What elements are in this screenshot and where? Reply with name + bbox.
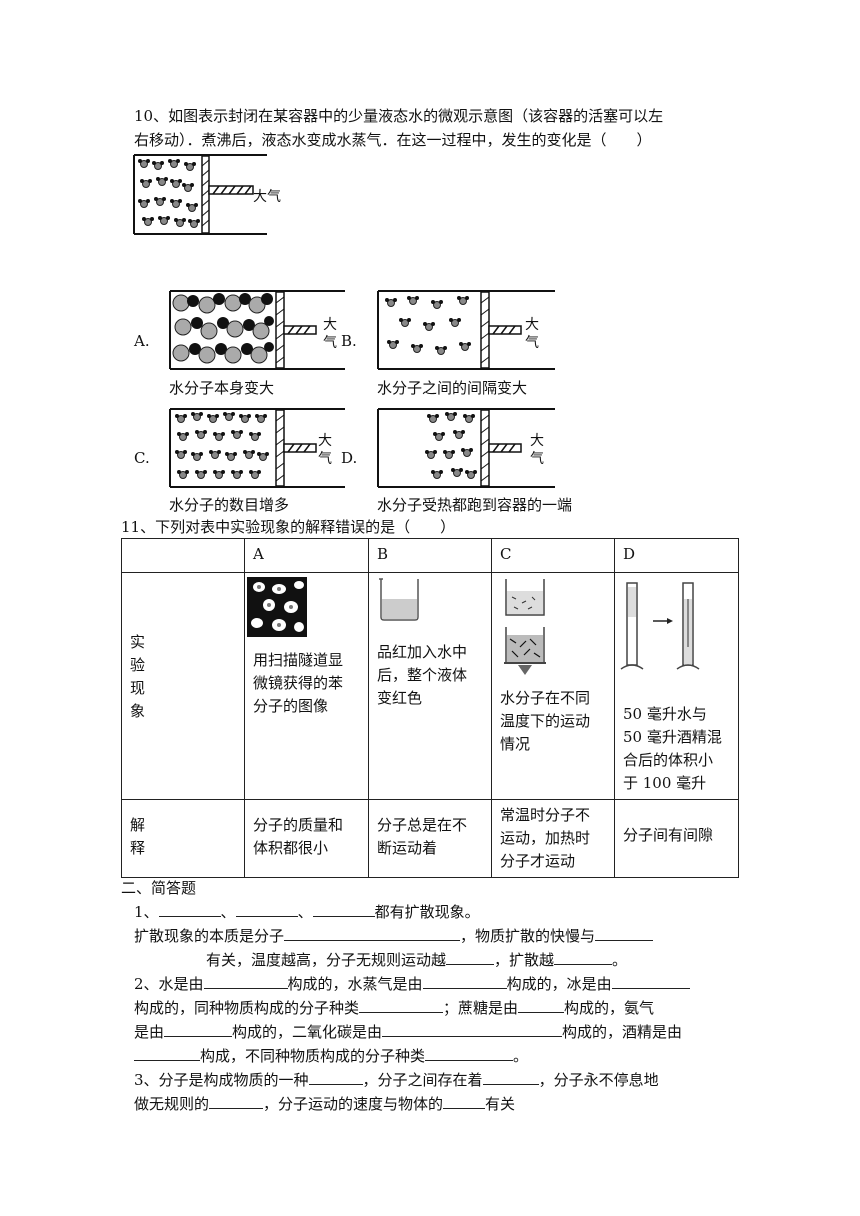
beakers-temperature-icon xyxy=(504,579,546,675)
section2-title: 二、简答题 xyxy=(121,879,197,897)
option-c-caption: 水分子的数目增多 xyxy=(169,496,290,514)
answer-blank[interactable] xyxy=(482,1070,539,1085)
answer-blank[interactable] xyxy=(235,902,298,917)
option-d-letter: D. xyxy=(341,449,358,467)
q10-text-line1: 10、如图表示封闭在某容器中的少量液态水的微观示意图（该容器的活塞可以左 xyxy=(134,107,664,125)
cell-phenomenon-b: 品红加入水中 后，整个液体 变红色 xyxy=(368,572,492,800)
answer-blank[interactable] xyxy=(425,1046,514,1061)
answer-blank[interactable] xyxy=(382,1022,563,1037)
option-c-letter: C. xyxy=(134,449,150,467)
header-cell-c: C xyxy=(491,538,615,573)
row-label-explanation: 解 释 xyxy=(121,799,245,878)
option-b-atm-bottom: 气 xyxy=(525,335,539,351)
option-a-figure xyxy=(169,290,345,370)
q3-line2: 做无规则的，分子运动的速度与物体的有关 xyxy=(134,1094,516,1113)
piston-icon xyxy=(275,291,317,369)
q2-line1: 2、水是由构成的，水蒸气是由构成的，冰是由 xyxy=(134,974,690,994)
option-c-figure xyxy=(169,408,345,488)
answer-blank[interactable] xyxy=(446,950,495,965)
option-a-atm-top: 大 xyxy=(323,317,337,333)
option-d-atm-top: 大 xyxy=(530,433,544,449)
option-a-caption: 水分子本身变大 xyxy=(169,379,275,397)
beaker-icon xyxy=(379,578,419,621)
cell-explanation-c: 常温时分子不 运动，加热时 分子才运动 xyxy=(491,799,615,878)
clustered-molecules-icon xyxy=(425,412,477,479)
many-molecules-icon xyxy=(175,412,269,479)
answer-blank[interactable] xyxy=(134,1046,200,1061)
option-b-atm-top: 大 xyxy=(525,317,539,333)
benzene-stm-image xyxy=(247,577,307,637)
piston-icon xyxy=(480,409,522,487)
row-label-phenomena: 实 验 现 象 xyxy=(121,572,245,800)
header-cell-b: B xyxy=(368,538,492,573)
cell-phenomenon-c: 水分子在不同 温度下的运动 情况 xyxy=(491,572,615,800)
q10-main-figure xyxy=(133,154,267,235)
large-molecules-icon xyxy=(172,293,274,364)
header-cell-d: D xyxy=(614,538,739,573)
option-d-caption: 水分子受热都跑到容器的一端 xyxy=(377,496,573,514)
piston-icon xyxy=(275,409,317,487)
option-c-atm-bottom: 气 xyxy=(318,451,332,467)
container-walls xyxy=(133,154,267,235)
header-cell-a: A xyxy=(244,538,369,573)
answer-blank[interactable] xyxy=(158,902,221,917)
cell-explanation-a: 分子的质量和 体积都很小 xyxy=(244,799,369,878)
option-b-caption: 水分子之间的间隔变大 xyxy=(377,379,528,397)
cell-explanation-b: 分子总是在不 断运动着 xyxy=(368,799,492,878)
answer-blank[interactable] xyxy=(312,902,375,917)
q2-line2: 构成的，同种物质构成的分子种类；蔗糖是由构成的，氨气 xyxy=(134,998,655,1017)
answer-blank[interactable] xyxy=(308,1070,363,1085)
option-d-figure xyxy=(377,408,555,488)
q2-line3: 是由构成的，二氧化碳是由构成的，酒精是由 xyxy=(134,1022,683,1041)
answer-blank[interactable] xyxy=(554,950,613,965)
answer-blank[interactable] xyxy=(443,1094,486,1109)
answer-blank[interactable] xyxy=(284,926,461,941)
cell-phenomenon-d: 50 毫升水与 50 毫升酒精混 合后的体积小 于 100 毫升 xyxy=(614,572,739,800)
answer-blank[interactable] xyxy=(422,974,507,989)
answer-blank[interactable] xyxy=(518,998,565,1013)
phenomena-row: 实 验 现 象 用扫描隧道显 微镜获得的苯 分子的图像 xyxy=(121,572,739,800)
water-molecules-icon xyxy=(138,159,200,228)
option-c-atm-top: 大 xyxy=(318,433,332,449)
answer-blank[interactable] xyxy=(209,1094,264,1109)
piston-icon xyxy=(480,291,522,369)
option-a-atm-bottom: 气 xyxy=(323,335,337,351)
q1-line2: 扩散现象的本质是分子，物质扩散的快慢与 xyxy=(134,926,654,946)
q1-line1: 1、、、都有扩散现象。 xyxy=(134,902,480,921)
answer-blank[interactable] xyxy=(595,926,654,941)
q1-line3: 有关，温度越高，分子无规则运动越，扩散越。 xyxy=(206,950,628,969)
option-b-letter: B. xyxy=(341,332,357,350)
option-a-letter: A. xyxy=(134,332,150,350)
q10-text-line2: 右移动）．煮沸后，液态水变成水蒸气．在这一过程中，发生的变化是（ ） xyxy=(134,131,652,149)
answer-blank[interactable] xyxy=(203,974,288,989)
option-b-figure xyxy=(377,290,555,370)
q11-table: A B C D 实 验 现 象 用扫描隧道显 微镜获得的 xyxy=(121,538,739,878)
q2-line4: 构成，不同种物质构成的分子种类。 xyxy=(134,1046,528,1066)
cell-explanation-d: 分子间有间隙 xyxy=(614,799,739,878)
table-header-row: A B C D xyxy=(121,538,739,573)
header-cell-empty xyxy=(121,538,245,573)
q11-title: 11、下列对表中实验现象的解释错误的是（ ） xyxy=(121,518,456,536)
answer-blank[interactable] xyxy=(359,998,444,1013)
explanation-row: 解 释 分子的质量和 体积都很小 分子总是在不 断运动着 常温时分子不 运动，加… xyxy=(121,799,739,878)
graduated-cylinders-icon xyxy=(620,582,700,670)
answer-blank[interactable] xyxy=(164,1022,233,1037)
answer-blank[interactable] xyxy=(611,974,690,989)
spread-molecules-icon xyxy=(385,296,471,355)
option-d-atm-bottom: 气 xyxy=(530,451,544,467)
main-figure-atmosphere-label: 大气 xyxy=(253,189,281,205)
q3-line1: 3、分子是构成物质的一种，分子之间存在着，分子永不停息地 xyxy=(134,1070,659,1089)
piston-icon xyxy=(201,155,254,234)
cell-phenomenon-a: 用扫描隧道显 微镜获得的苯 分子的图像 xyxy=(244,572,369,800)
